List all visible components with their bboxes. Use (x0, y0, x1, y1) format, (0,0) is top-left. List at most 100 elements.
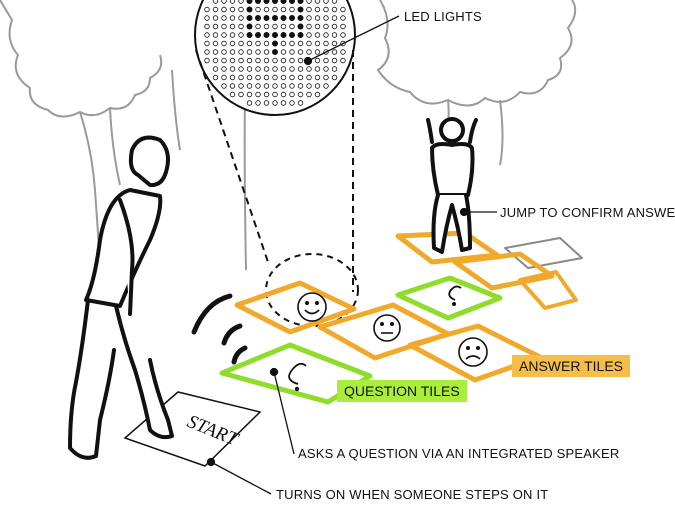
led-dot (323, 57, 329, 64)
led-dot (323, 40, 329, 47)
led-dot-lit (246, 14, 253, 21)
led-dot (246, 100, 253, 106)
led-dot-lit (271, 40, 278, 47)
led-dot (272, 6, 278, 13)
led-dot (221, 23, 227, 30)
led-dot (272, 91, 278, 98)
led-dot (238, 40, 244, 47)
led-lights-label: LED LIGHTS (404, 9, 482, 24)
led-dot (289, 40, 295, 47)
led-dot (297, 49, 304, 55)
led-dot (229, 83, 236, 89)
led-dot-lit (297, 6, 304, 13)
smiley-face-icon (297, 292, 327, 322)
led-dot (323, 0, 329, 4)
led-dot (272, 83, 278, 89)
answer-tile-happy (234, 280, 357, 335)
led-dot (238, 91, 244, 98)
led-dot (229, 40, 236, 47)
led-dot (314, 66, 321, 72)
led-dot (289, 6, 295, 13)
led-dot (297, 91, 304, 98)
leader-lines (206, 15, 497, 495)
led-dot (238, 0, 244, 4)
led-dot (289, 49, 295, 55)
led-dot (280, 49, 287, 55)
led-dot-lit (246, 23, 253, 30)
led-dot (246, 40, 253, 47)
led-dot (255, 74, 261, 81)
led-dot (314, 57, 321, 64)
led-dot (306, 0, 312, 4)
led-dot (255, 6, 261, 13)
led-dot (314, 6, 321, 13)
led-dot-lit (263, 32, 270, 39)
led-dot (212, 0, 219, 4)
led-dot (212, 32, 219, 38)
led-dot (229, 6, 236, 13)
led-dot (331, 74, 338, 81)
led-dot (280, 57, 287, 64)
led-dot-lit (280, 32, 287, 39)
led-dot (263, 91, 270, 98)
led-dot-lit (271, 49, 278, 56)
led-dot-lit (297, 23, 304, 30)
led-dot (340, 49, 346, 55)
led-dot (306, 83, 312, 89)
led-dot (340, 57, 346, 64)
led-dot (229, 57, 236, 64)
led-dot (297, 100, 304, 106)
answer-tile-row2-right (518, 270, 578, 310)
led-dot (255, 57, 261, 64)
led-dot (204, 23, 210, 30)
led-dot (212, 74, 219, 81)
sad-face-icon (458, 337, 488, 367)
led-dot (246, 66, 253, 72)
led-dot-lit (271, 32, 278, 39)
led-dot (314, 91, 321, 98)
led-dot (306, 66, 312, 72)
led-dot (263, 83, 270, 89)
led-dot (289, 57, 295, 64)
led-dot (306, 15, 312, 21)
led-dot (297, 40, 304, 47)
led-dot (340, 32, 346, 38)
led-dot-lit (263, 0, 270, 4)
led-dot (331, 32, 338, 38)
led-dot (323, 83, 329, 89)
led-dot (246, 91, 253, 98)
led-dot (263, 49, 270, 55)
led-dot (212, 49, 219, 55)
led-dot (212, 15, 219, 21)
led-dot (340, 6, 346, 13)
led-dot (263, 23, 270, 30)
led-dot (221, 0, 227, 4)
led-dot (331, 15, 338, 21)
led-dot (306, 91, 312, 98)
led-dot (255, 49, 261, 55)
led-dot (331, 57, 338, 64)
led-dot (314, 74, 321, 81)
led-dot (314, 49, 321, 55)
led-dot (289, 66, 295, 72)
led-dot-lit (254, 32, 261, 39)
led-dot (323, 74, 329, 81)
led-dot-lit (246, 0, 253, 4)
led-dot (331, 6, 338, 13)
answer-tile-row2-middle (452, 251, 555, 291)
led-dot (331, 40, 338, 47)
led-dot (297, 66, 304, 72)
answer-tile-far-right (504, 237, 583, 269)
led-dot (323, 15, 329, 21)
neutral-face-icon (373, 314, 401, 342)
led-dot (306, 32, 312, 38)
speaker-label: ASKS A QUESTION VIA AN INTEGRATED SPEAKE… (298, 446, 620, 461)
sound-waves (191, 293, 248, 365)
led-dot (255, 66, 261, 72)
led-dot (306, 49, 312, 55)
led-dot (204, 57, 210, 64)
led-dot (229, 23, 236, 30)
led-dot (314, 23, 321, 30)
led-dot (314, 0, 321, 4)
led-dot (229, 49, 236, 55)
